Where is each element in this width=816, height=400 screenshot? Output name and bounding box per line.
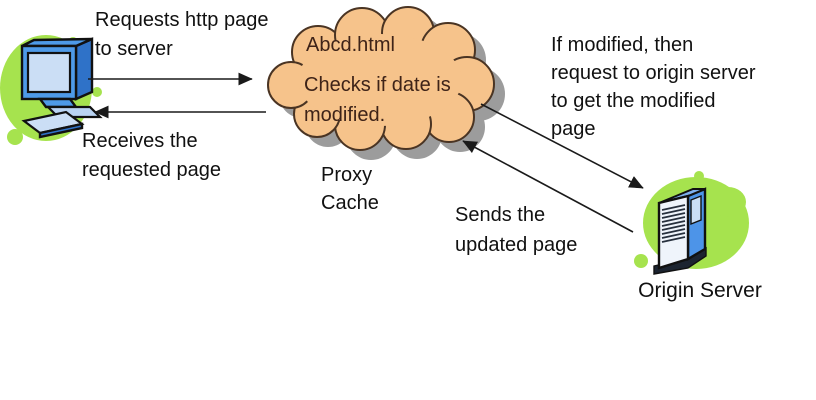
- origin-server-icon: [634, 171, 749, 275]
- cloud-note-body: Checks if date is modified.: [304, 74, 451, 126]
- label-if-modified: If modified, then request to origin serv…: [551, 34, 756, 140]
- arrow-origin-to-proxy: [462, 140, 634, 233]
- client-computer-icon: [0, 35, 103, 145]
- cloud-note-title: Abcd.html: [306, 34, 395, 56]
- proxy-cache-label: Proxy Cache: [321, 164, 379, 214]
- proxy-cloud-shape: [267, 6, 495, 151]
- label-request-to-server: Requests http page to server: [95, 9, 269, 60]
- label-receives-page: Receives the requested page: [82, 130, 222, 181]
- arrow-proxy-to-origin: [480, 103, 644, 189]
- server-slots: [661, 204, 686, 243]
- origin-server-label: Origin Server: [638, 279, 762, 302]
- label-sends-updated-page: Sends the updated page: [455, 204, 578, 256]
